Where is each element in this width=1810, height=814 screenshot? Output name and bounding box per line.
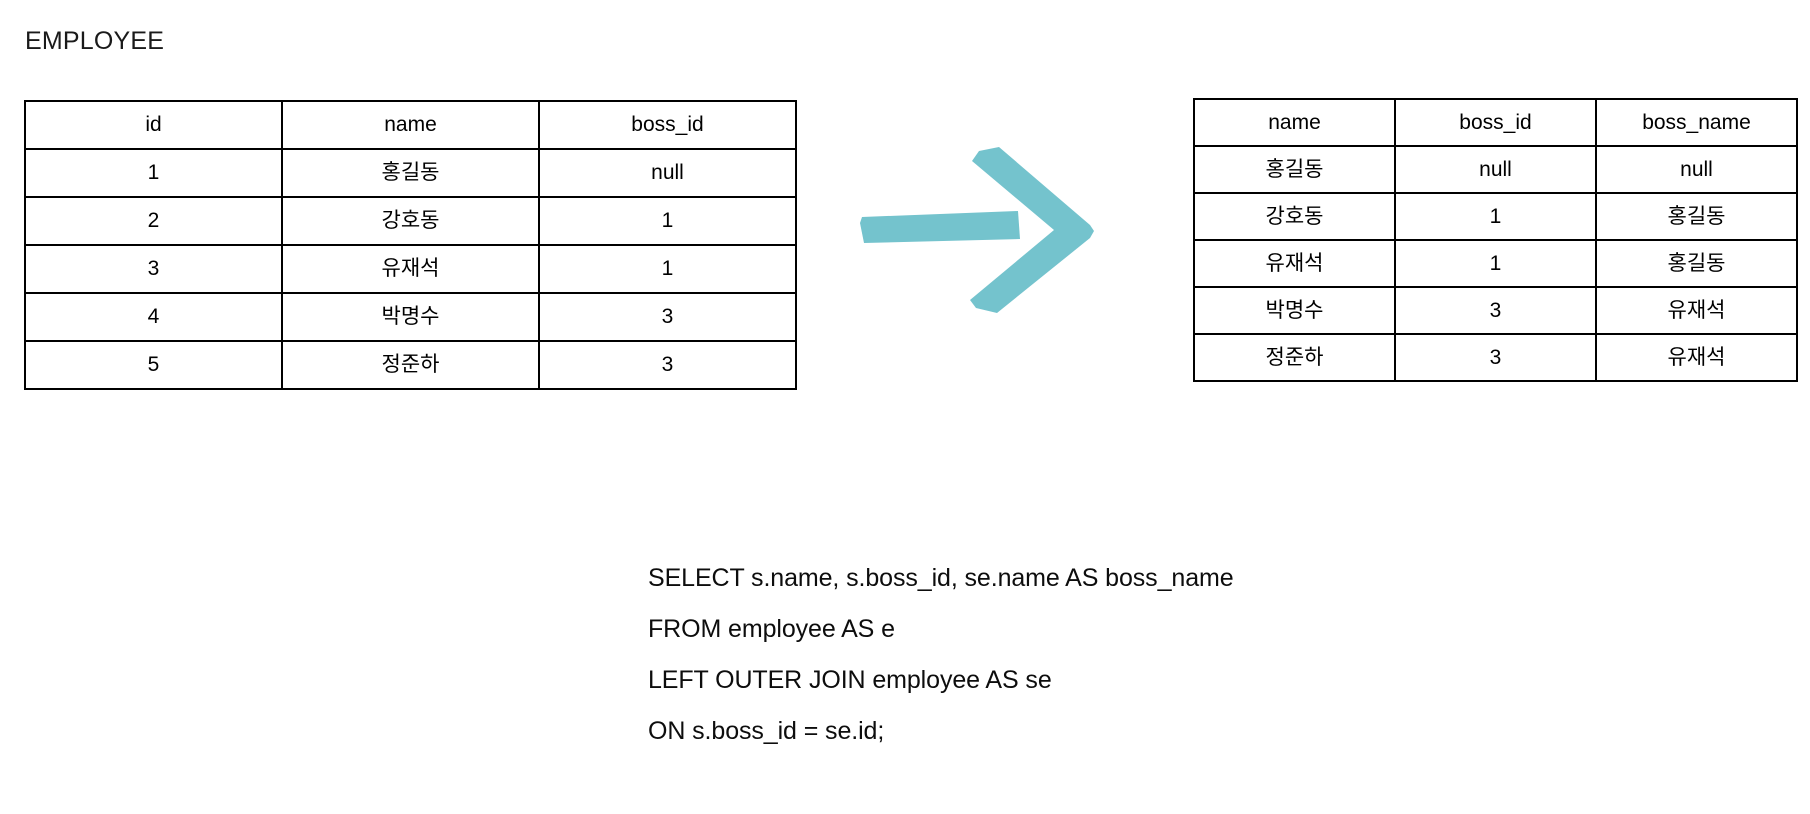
right-arrow-icon bbox=[858, 145, 1108, 315]
cell-name: 박명수 bbox=[281, 292, 540, 342]
page-title: EMPLOYEE bbox=[25, 27, 165, 55]
cell-id: 5 bbox=[24, 340, 283, 390]
cell-boss-name: 유재석 bbox=[1595, 333, 1798, 382]
cell-boss-id: 3 bbox=[1394, 286, 1597, 335]
result-join-table: name boss_id boss_name 홍길동 null null 강호동… bbox=[1193, 98, 1798, 382]
cell-id: 2 bbox=[24, 196, 283, 246]
cell-id: 1 bbox=[24, 148, 283, 198]
sql-line-from: FROM employee AS e bbox=[648, 615, 895, 643]
sql-line-join: LEFT OUTER JOIN employee AS se bbox=[648, 666, 1052, 694]
source-employee-table: id name boss_id 1 홍길동 null 2 강호동 1 3 유재석… bbox=[24, 100, 797, 390]
cell-boss-id: null bbox=[538, 148, 797, 198]
cell-boss-id: null bbox=[1394, 145, 1597, 194]
table-row: 1 홍길동 null bbox=[24, 148, 797, 198]
cell-name: 박명수 bbox=[1193, 286, 1396, 335]
table-row: 5 정준하 3 bbox=[24, 340, 797, 390]
column-header-boss-id: boss_id bbox=[538, 100, 797, 150]
table-row: 3 유재석 1 bbox=[24, 244, 797, 294]
column-header-name: name bbox=[1193, 98, 1396, 147]
cell-boss-id: 3 bbox=[538, 292, 797, 342]
cell-name: 강호동 bbox=[1193, 192, 1396, 241]
cell-name: 강호동 bbox=[281, 196, 540, 246]
cell-name: 정준하 bbox=[1193, 333, 1396, 382]
cell-boss-name: 유재석 bbox=[1595, 286, 1798, 335]
cell-id: 4 bbox=[24, 292, 283, 342]
cell-name: 홍길동 bbox=[281, 148, 540, 198]
sql-query-block: SELECT s.name, s.boss_id, se.name AS bos… bbox=[648, 552, 1448, 757]
cell-boss-name: 홍길동 bbox=[1595, 239, 1798, 288]
table-row: 정준하 3 유재석 bbox=[1193, 333, 1798, 382]
cell-boss-id: 3 bbox=[538, 340, 797, 390]
arrow-shaft-shape bbox=[860, 211, 1020, 243]
table-header-row: name boss_id boss_name bbox=[1193, 98, 1798, 147]
table-row: 2 강호동 1 bbox=[24, 196, 797, 246]
table-row: 강호동 1 홍길동 bbox=[1193, 192, 1798, 241]
cell-boss-id: 1 bbox=[1394, 239, 1597, 288]
cell-name: 유재석 bbox=[1193, 239, 1396, 288]
table-header-row: id name boss_id bbox=[24, 100, 797, 150]
arrow-head-shape bbox=[970, 147, 1094, 313]
column-header-name: name bbox=[281, 100, 540, 150]
table-row: 홍길동 null null bbox=[1193, 145, 1798, 194]
sql-line-select: SELECT s.name, s.boss_id, se.name AS bos… bbox=[648, 564, 1234, 592]
cell-boss-id: 1 bbox=[1394, 192, 1597, 241]
cell-name: 홍길동 bbox=[1193, 145, 1396, 194]
cell-id: 3 bbox=[24, 244, 283, 294]
sql-line-on: ON s.boss_id = se.id; bbox=[648, 717, 885, 745]
cell-boss-id: 1 bbox=[538, 196, 797, 246]
column-header-boss-id: boss_id bbox=[1394, 98, 1597, 147]
cell-boss-id: 1 bbox=[538, 244, 797, 294]
cell-boss-name: null bbox=[1595, 145, 1798, 194]
table-row: 유재석 1 홍길동 bbox=[1193, 239, 1798, 288]
table-row: 4 박명수 3 bbox=[24, 292, 797, 342]
cell-name: 정준하 bbox=[281, 340, 540, 390]
column-header-boss-name: boss_name bbox=[1595, 98, 1798, 147]
table-row: 박명수 3 유재석 bbox=[1193, 286, 1798, 335]
cell-boss-name: 홍길동 bbox=[1595, 192, 1798, 241]
cell-boss-id: 3 bbox=[1394, 333, 1597, 382]
cell-name: 유재석 bbox=[281, 244, 540, 294]
column-header-id: id bbox=[24, 100, 283, 150]
